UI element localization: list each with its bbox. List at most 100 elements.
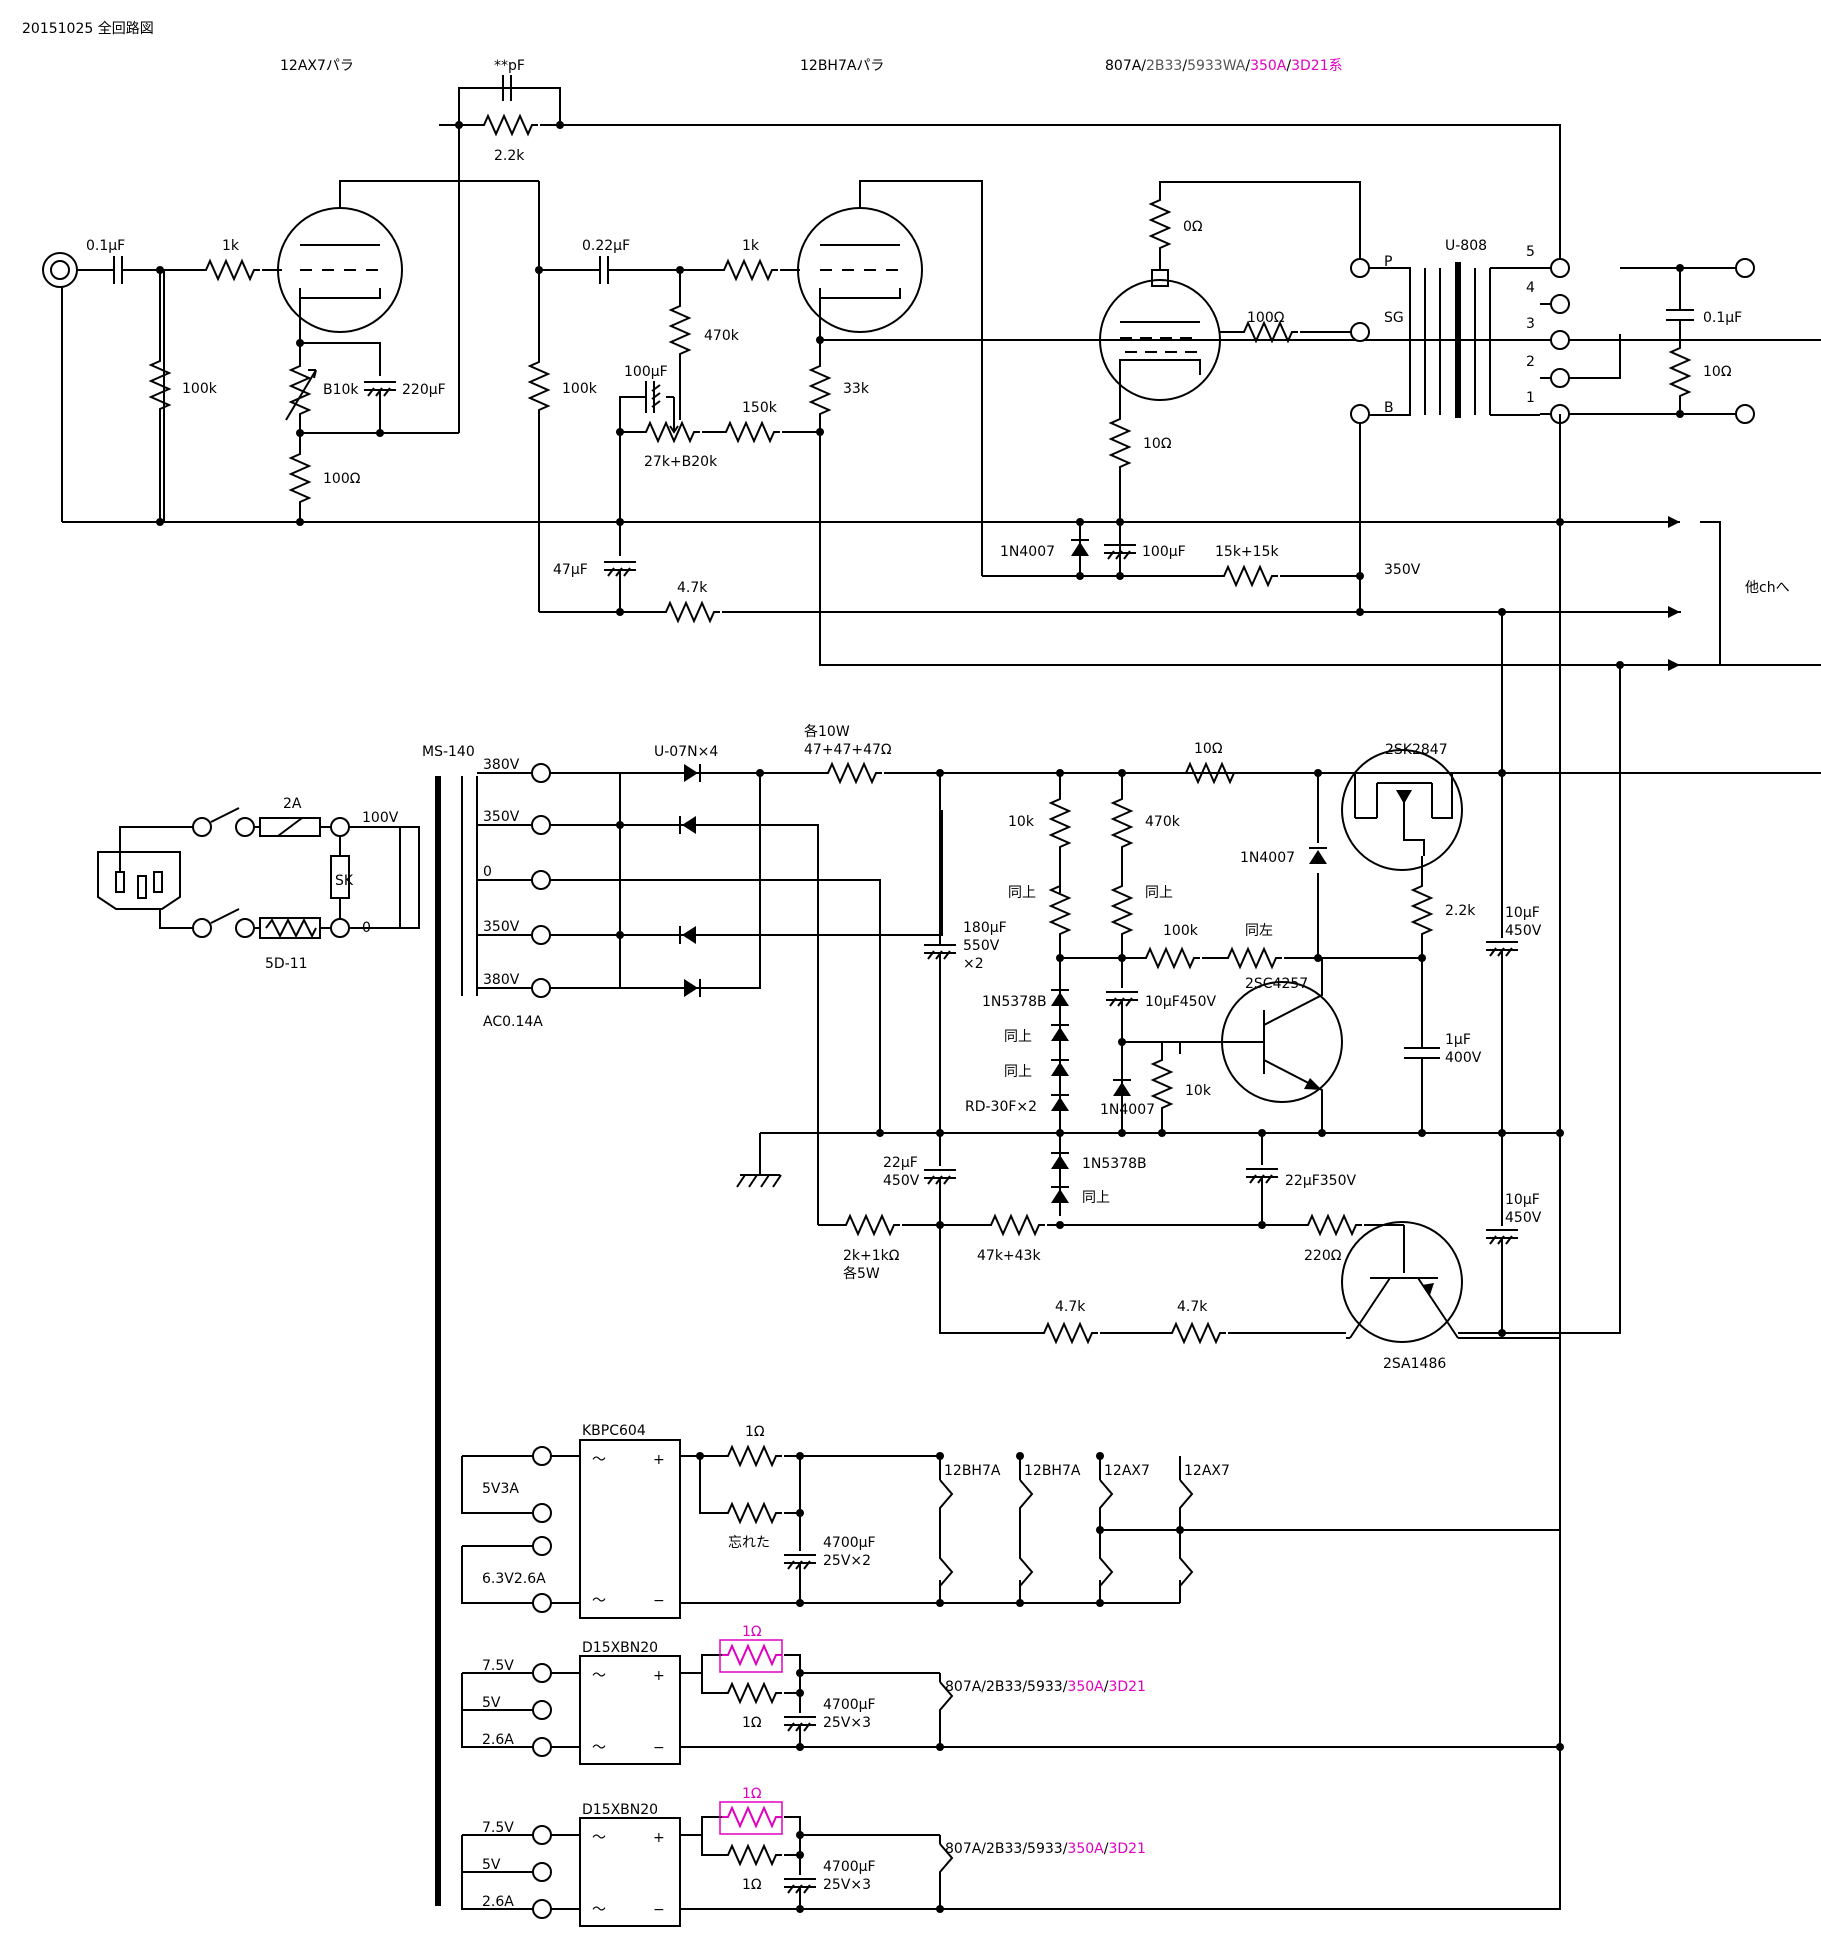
input-jack-center [50,260,70,280]
r4k7-label: 4.7k [677,580,708,596]
hb3-capv-label: 25V×3 [823,1877,871,1893]
hb2-rmag-box [719,1639,783,1673]
diode-1n4007-k [1070,539,1090,557]
c10bv-label: 450V [1505,1210,1542,1226]
hb2-r [721,1683,783,1703]
zener-2 [1050,1024,1070,1042]
c10a-label: 10μF [1505,905,1540,921]
output-tube-part: / [1286,58,1291,74]
hb2-plus: + [653,1668,665,1684]
hb2-rmag-label: 1Ω [742,1624,762,1640]
heater-filament [939,1479,954,1587]
hb1-bridge-label: KBPC604 [582,1423,646,1439]
input-capacitor [113,256,123,284]
stage2-label: 12BH7Aパラ [800,58,884,74]
r150k-resistor [719,422,781,442]
hb2-cap-label: 4700μF [823,1697,876,1713]
zener-label: 1N5378B [982,994,1047,1010]
hb3-bridge-label: D15XBN20 [582,1802,658,1818]
hb3-plus: + [653,1830,665,1846]
hb1-r2-label: 忘れた [728,1535,770,1551]
bridge-d15xbn20-a [579,1655,681,1765]
output-tube-part: 3D21 [1291,58,1329,74]
heater-filament [1019,1479,1034,1587]
c10b-label: 10μF [1505,1192,1540,1208]
zobel-capacitor [1666,309,1694,321]
r47k-label: 47k+43k [977,1248,1041,1264]
pt-tap-terminal [531,870,551,890]
hb1-v2: 6.3V2.6A [482,1571,546,1587]
tube-12ax7 [277,207,403,333]
grid1-resistor [199,260,261,280]
c180n-label: ×2 [963,956,984,972]
r4k7a-label: 4.7k [1055,1299,1086,1315]
surge-killer [330,855,350,899]
c1-capacitor [1404,1047,1440,1059]
hb2-load-3d21: 3D21 [1108,1679,1146,1695]
output-tube-part: 350A [1250,58,1287,74]
zener-6 [1050,1186,1070,1204]
hb3-load-prefix: 807A/2B33/5933/ [945,1841,1068,1857]
hb2-heater [939,1681,954,1740]
hb1-v1: 5V3A [482,1481,519,1497]
grid-stopper-resistor [1150,193,1170,255]
r220-label: 220Ω [1304,1248,1342,1264]
pt-tap-label: 380V [483,757,520,773]
output-tube-part: / [1182,58,1187,74]
hb3-load-slash: / [1104,1841,1109,1857]
ot-tap-label: 1 [1526,390,1535,406]
d1n4007a-label: 1N4007 [1240,850,1295,866]
each10w-label: 各10W [804,724,850,740]
output-tube-part: 2B33 [1146,58,1182,74]
hb1-cap-label: 4700μF [823,1535,876,1551]
zobel-resistor [1670,341,1690,403]
thermistor-label: 5D-11 [265,956,308,972]
pt-tap-label: 0 [483,864,492,880]
bridge-d15xbn20-b [579,1817,681,1927]
rd30-label: RD-30F×2 [965,1099,1037,1115]
rect-diode-3 [679,925,697,945]
cathode-resistor [290,447,310,509]
zener2-label: 1N5378B [1082,1156,1147,1172]
r10k2-label: 10k [1185,1083,1212,1099]
cathode-res-label: 100Ω [323,471,361,487]
r4k7a-resistor [1037,1323,1099,1343]
hb3-ac1: 〜 [592,1830,606,1846]
pt-tap-label: 350V [483,809,520,825]
hb3-rmag-box [719,1801,783,1835]
c1v-label: 400V [1445,1050,1482,1066]
hb3-ac2: 〜 [592,1902,606,1918]
zobel-cap-label: 0.1μF [1703,310,1742,326]
pt-tap-label: 380V [483,972,520,988]
c22v-label: 450V [883,1173,920,1189]
c100uf-label: 100μF [624,364,668,380]
stage1-label: 12AX7パラ [280,58,354,74]
r10k-label: 10k [1008,814,1035,830]
grid2-leak-resistor [670,299,690,361]
input-leak-label: 100k [182,381,218,397]
nfb-resistor [477,115,539,135]
heater-load-label: 12AX7 [1104,1463,1150,1479]
sk-label: SK [335,873,354,889]
r2k1-label: 2k+1kΩ [843,1248,900,1264]
r470k-2-resistor [1112,879,1132,941]
bridge-kbpc604 [579,1439,681,1619]
ot-tap-terminal [1550,368,1570,388]
hb3-rmag-label: 1Ω [742,1786,762,1802]
vr27k-resistor [639,422,701,442]
terminal-sg [1350,322,1370,342]
hb2-load-slash: / [1104,1679,1109,1695]
c47-label: 47μF [553,562,588,578]
hb2-load-label: 807A/2B33/5933/350A/3D21 [945,1679,1146,1695]
zobel-res-label: 10Ω [1703,364,1732,380]
ot-tap-terminal [1550,258,1570,278]
ot-tap-label: 3 [1526,316,1535,332]
pt-tap-terminal [531,925,551,945]
hb2-ac1: 〜 [592,1668,606,1684]
ot-label: U-808 [1445,238,1487,254]
pt-tap-terminal [531,763,551,783]
plate1-load-resistor [529,355,549,417]
ck-cap-label: 100μF [1142,544,1186,560]
